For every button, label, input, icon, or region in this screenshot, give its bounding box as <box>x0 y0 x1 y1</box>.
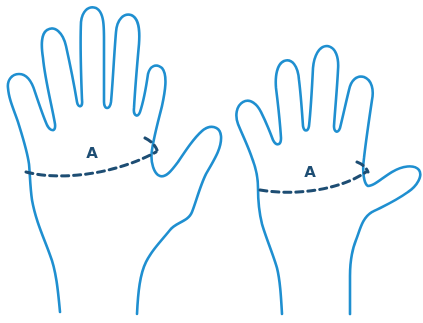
large-hand-outline <box>8 7 221 314</box>
large-hand: A <box>8 7 221 314</box>
large-hand-measure-label: A <box>86 144 98 162</box>
small-hand: A <box>236 46 420 314</box>
small-hand-measure-label: A <box>304 163 316 181</box>
small-hand-outline <box>236 46 420 314</box>
